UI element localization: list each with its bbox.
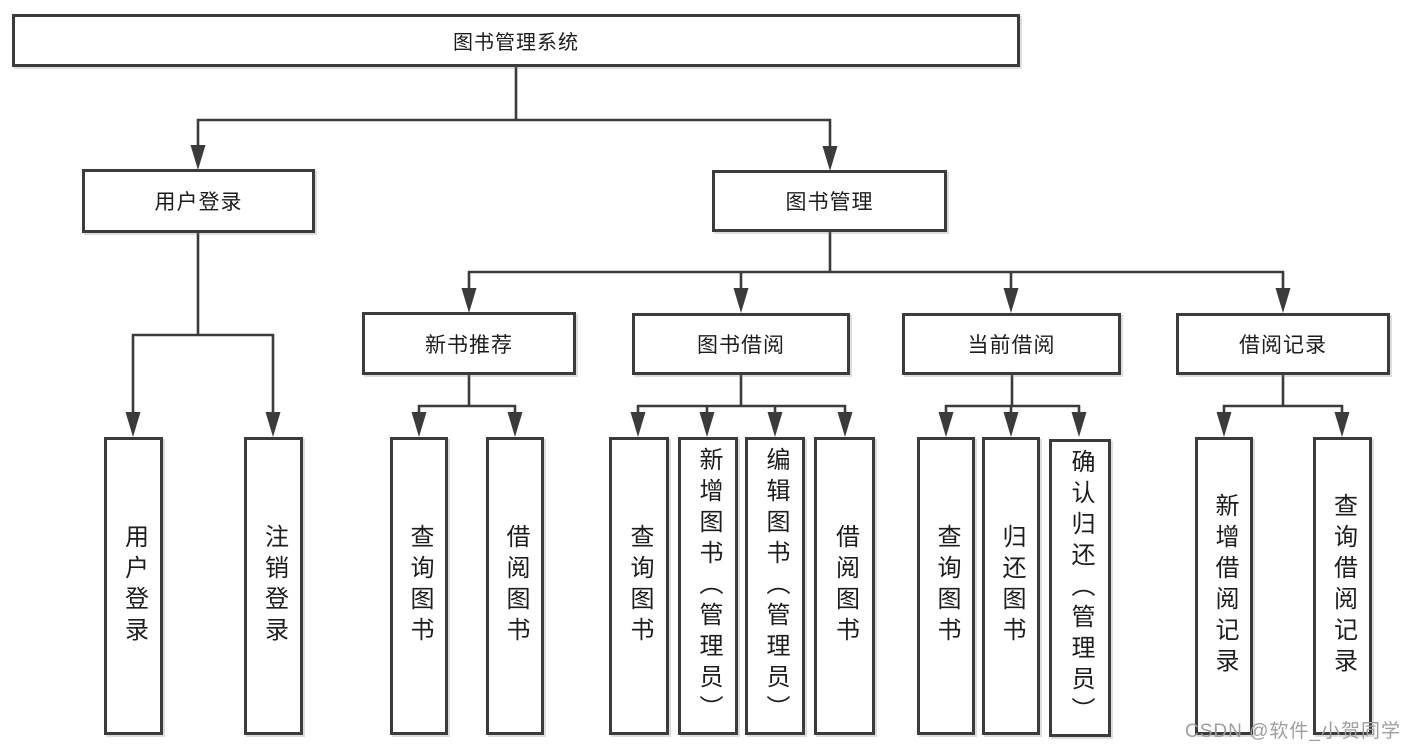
leaf-add-borrow-record-label: 新增借阅记录 xyxy=(1211,493,1238,679)
leaf-logout: 注销登录 xyxy=(244,437,303,735)
node-book-management: 图书管理 xyxy=(712,170,947,232)
leaf-query-book-recommend-label: 查询图书 xyxy=(406,524,433,648)
node-library-management-system: 图书管理系统 xyxy=(12,14,1020,67)
node-current-borrow-label: 当前借阅 xyxy=(967,334,1056,357)
leaf-borrow-book: 借阅图书 xyxy=(814,437,875,735)
leaf-borrow-book-recommend: 借阅图书 xyxy=(486,437,544,735)
leaf-add-book-admin-label: 新增图书（管理员） xyxy=(695,446,722,726)
leaf-user-login: 用户登录 xyxy=(104,437,163,735)
node-current-borrow: 当前借阅 xyxy=(902,313,1121,375)
leaf-query-borrow-record: 查询借阅记录 xyxy=(1313,437,1372,735)
leaf-query-borrow-record-label: 查询借阅记录 xyxy=(1329,493,1357,679)
leaf-borrow-book-label: 借阅图书 xyxy=(831,524,859,648)
leaf-return-book: 归还图书 xyxy=(982,437,1040,735)
arrowheads xyxy=(125,145,1350,437)
node-book-borrow-label: 图书借阅 xyxy=(697,334,785,357)
leaf-add-book-admin: 新增图书（管理员） xyxy=(678,437,738,735)
node-library-management-system-label: 图书管理系统 xyxy=(453,32,579,54)
leaf-logout-label: 注销登录 xyxy=(260,524,288,648)
leaf-confirm-return-admin-label: 确认归还（管理员） xyxy=(1067,448,1094,728)
leaf-confirm-return-admin: 确认归还（管理员） xyxy=(1049,439,1111,737)
node-borrow-records-label: 借阅记录 xyxy=(1239,334,1327,357)
csdn-watermark: CSDN @软件_小贺同学 xyxy=(1185,721,1401,742)
leaf-query-book-current-label: 查询图书 xyxy=(933,524,960,648)
node-user-login-label: 用户登录 xyxy=(154,191,243,214)
node-user-login: 用户登录 xyxy=(82,169,315,233)
node-new-book-recommend: 新书推荐 xyxy=(362,312,576,375)
leaf-add-borrow-record: 新增借阅记录 xyxy=(1195,437,1253,735)
leaf-query-book-recommend: 查询图书 xyxy=(390,437,448,735)
node-book-borrow: 图书借阅 xyxy=(632,313,850,375)
leaf-edit-book-admin: 编辑图书（管理员） xyxy=(745,437,805,735)
leaf-user-login-label: 用户登录 xyxy=(120,524,148,648)
node-borrow-records: 借阅记录 xyxy=(1176,313,1390,375)
leaf-query-book-borrow-label: 查询图书 xyxy=(626,524,653,648)
leaf-query-book-borrow: 查询图书 xyxy=(609,437,669,735)
leaf-edit-book-admin-label: 编辑图书（管理员） xyxy=(762,446,789,726)
node-book-management-label: 图书管理 xyxy=(785,191,874,214)
leaf-query-book-current: 查询图书 xyxy=(917,437,975,735)
node-new-book-recommend-label: 新书推荐 xyxy=(425,333,513,357)
leaf-return-book-label: 归还图书 xyxy=(998,524,1025,648)
leaf-borrow-book-recommend-label: 借阅图书 xyxy=(502,524,529,648)
